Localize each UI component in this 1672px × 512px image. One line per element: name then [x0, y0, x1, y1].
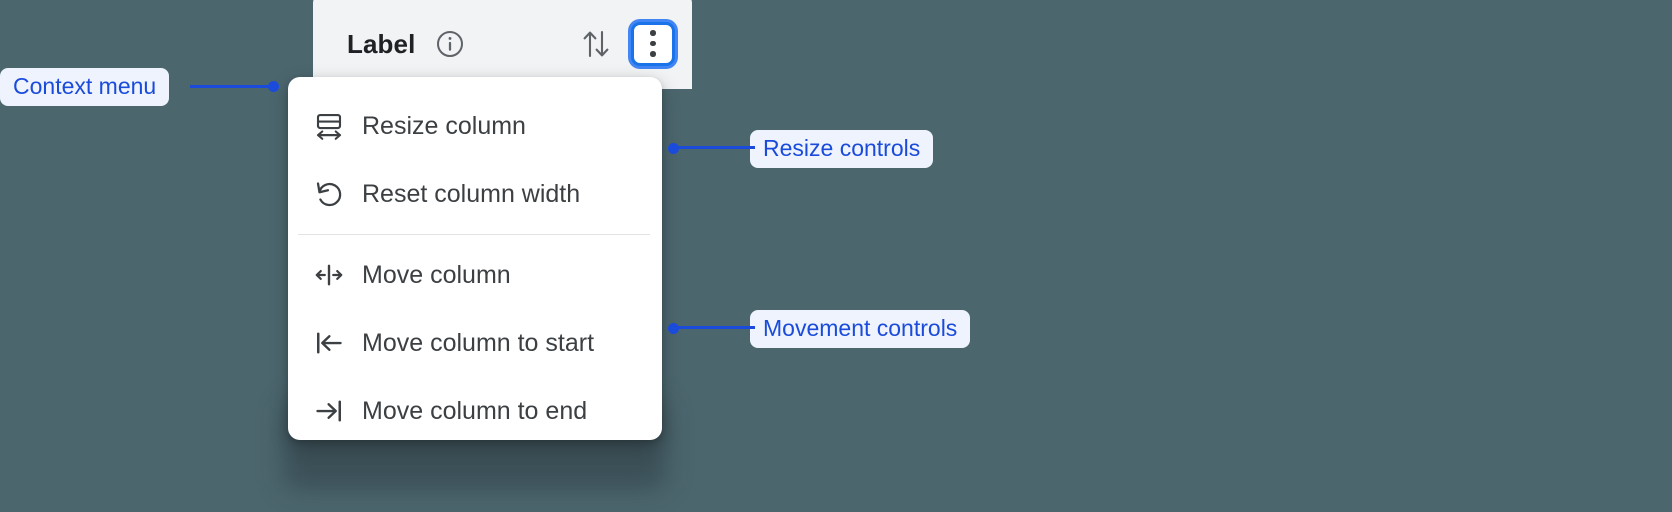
- annotation-movement-controls: Movement controls: [750, 310, 971, 349]
- three-dot-vertical-icon: [650, 51, 656, 57]
- menu-item-reset-column-width[interactable]: Reset column width: [288, 160, 662, 228]
- arrow-to-end-icon: [316, 400, 341, 422]
- column-context-menu: Resize column Reset column width Move co…: [288, 77, 662, 440]
- arrow-to-start-icon: [317, 332, 342, 354]
- resize-column-icon: [316, 113, 342, 140]
- menu-item-label: Reset column width: [362, 179, 581, 208]
- menu-item-move-column-to-start[interactable]: Move column to start: [288, 309, 662, 377]
- annotation-leader-dot: [268, 81, 279, 92]
- column-header: Label: [313, 0, 692, 89]
- annotation-leader-line: [190, 85, 275, 88]
- menu-item-label: Resize column: [362, 111, 526, 140]
- menu-item-move-column[interactable]: Move column: [288, 241, 662, 309]
- annotation-resize-controls: Resize controls: [750, 130, 934, 169]
- three-dot-vertical-icon: [650, 40, 656, 47]
- move-left-right-icon: [315, 264, 343, 286]
- annotation-leader-dot: [668, 323, 679, 334]
- annotation-leader-line: [675, 326, 755, 329]
- sort-updown-icon[interactable]: [579, 26, 613, 62]
- menu-item-resize-column[interactable]: Resize column: [288, 92, 662, 160]
- menu-item-label: Move column to start: [362, 328, 595, 357]
- annotation-leader-line: [675, 146, 755, 149]
- menu-divider: [298, 234, 650, 235]
- menu-item-move-column-to-end[interactable]: Move column to end: [288, 377, 662, 440]
- menu-item-label: Move column: [362, 260, 511, 289]
- info-circle-icon[interactable]: [435, 29, 465, 59]
- column-menu-button[interactable]: [631, 21, 675, 66]
- rotate-counterclockwise-icon: [316, 182, 342, 207]
- menu-item-label: Move column to end: [362, 396, 588, 425]
- annotation-context-menu: Context menu: [0, 68, 170, 107]
- page-title: Label: [347, 28, 416, 59]
- annotation-leader-dot: [668, 143, 679, 154]
- three-dot-vertical-icon: [650, 30, 656, 36]
